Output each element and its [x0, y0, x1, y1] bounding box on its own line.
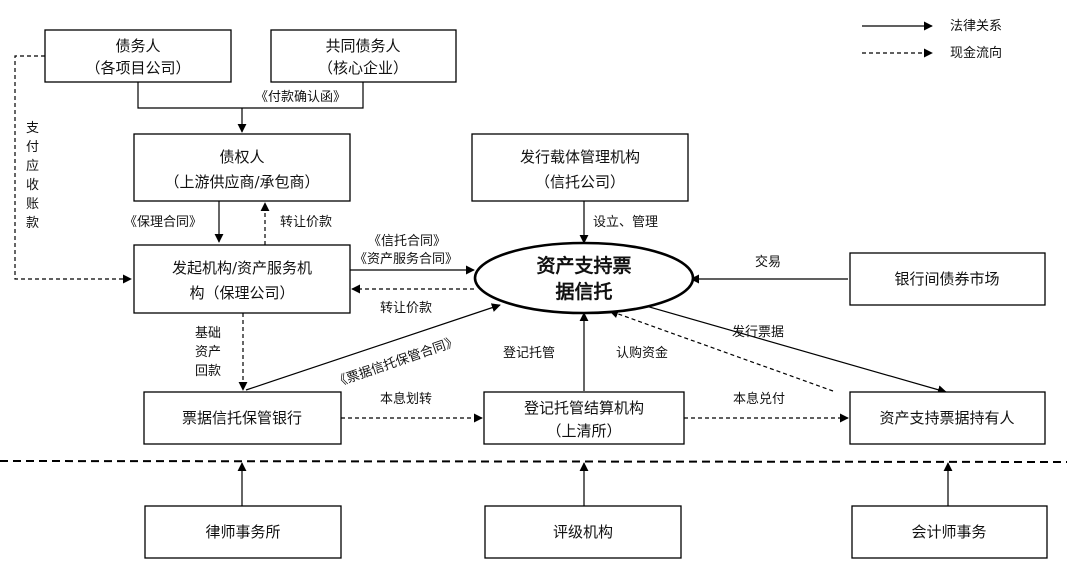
label-principal-interest-transfer: 本息划转: [380, 391, 432, 407]
label-subscription-funds: 认购资金: [616, 345, 668, 361]
label-issue-notes: 发行票据: [732, 324, 784, 340]
svg-text:（上游供应商/承包商）: （上游供应商/承包商）: [164, 173, 319, 191]
svg-text:（核心企业）: （核心企业）: [318, 59, 408, 77]
label-transfer-price-2: 转让价款: [380, 301, 432, 316]
node-accounting-firm: 会计师事务: [851, 505, 1048, 559]
legend: 法律关系 现金流向: [862, 19, 1002, 61]
label-transfer-price-1: 转让价款: [280, 215, 332, 230]
svg-text:据信托: 据信托: [555, 280, 612, 303]
edge-debtors-join: [137, 82, 364, 109]
edge-pay-receivables: [14, 55, 132, 284]
svg-text:（各项目公司）: （各项目公司）: [85, 59, 190, 77]
label-principal-interest-payment: 本息兑付: [733, 391, 785, 407]
svg-text:评级机构: 评级机构: [553, 523, 613, 541]
svg-text:付: 付: [26, 140, 39, 155]
svg-text:债权人: 债权人: [219, 148, 264, 166]
svg-text:应: 应: [26, 158, 39, 174]
svg-text:银行间债券市场: 银行间债券市场: [894, 270, 999, 288]
svg-text:资产: 资产: [195, 345, 221, 360]
svg-text:款: 款: [26, 216, 39, 231]
node-rating-agency: 评级机构: [484, 505, 682, 559]
svg-text:登记托管结算机构: 登记托管结算机构: [524, 399, 644, 417]
node-issuer-manager: 发行载体管理机构 （信托公司）: [471, 133, 689, 202]
node-clearing-house: 登记托管结算机构 （上清所）: [483, 391, 685, 445]
svg-text:票据信托保管银行: 票据信托保管银行: [182, 409, 302, 427]
node-interbank-market: 银行间债券市场: [849, 252, 1046, 306]
svg-text:资产支持票据持有人: 资产支持票据持有人: [879, 409, 1014, 427]
svg-text:资产支持票: 资产支持票: [536, 254, 631, 277]
edge-subscription-funds: [609, 309, 834, 392]
svg-text:债务人: 债务人: [115, 37, 160, 55]
svg-text:（上清所）: （上清所）: [546, 422, 621, 440]
svg-text:（信托公司）: （信托公司）: [535, 173, 625, 191]
svg-text:会计师事务: 会计师事务: [911, 523, 986, 541]
svg-text:构（保理公司）: 构（保理公司）: [189, 284, 294, 302]
label-asset-service-contract: 《资产服务合同》: [354, 251, 458, 267]
node-law-firm: 律师事务所: [144, 505, 342, 559]
node-holders: 资产支持票据持有人: [849, 391, 1046, 445]
svg-text:共同债务人: 共同债务人: [325, 37, 400, 55]
label-pay-receivables: 支 付 应 收 账 款: [26, 121, 39, 231]
node-trust: 资产支持票 据信托: [473, 241, 695, 315]
node-debtor: 债务人 （各项目公司）: [44, 29, 232, 83]
edge-issue-notes: [631, 301, 947, 395]
svg-text:收: 收: [26, 178, 39, 193]
label-underlying-repayment: 基础 资产 回款: [195, 326, 221, 379]
label-trust-contract: 《信托合同》: [368, 234, 446, 249]
label-custody-contract: 《票据信托保管合同》: [332, 334, 460, 391]
node-creditor: 债权人 （上游供应商/承包商）: [133, 133, 351, 202]
svg-text:回款: 回款: [195, 364, 221, 379]
label-trade: 交易: [755, 254, 781, 270]
svg-text:律师事务所: 律师事务所: [205, 523, 280, 541]
svg-text:发行载体管理机构: 发行载体管理机构: [520, 148, 640, 166]
label-payment-confirmation: 《付款确认函》: [255, 90, 346, 105]
edge-custody-contract: [245, 303, 501, 391]
node-co-debtor: 共同债务人 （核心企业）: [270, 29, 457, 83]
svg-text:账: 账: [26, 197, 39, 212]
label-registration-custody: 登记托管: [503, 346, 555, 361]
legend-legal-relation-label: 法律关系: [950, 19, 1002, 34]
section-divider: [0, 460, 1067, 463]
svg-text:支: 支: [26, 121, 39, 136]
svg-text:发起机构/资产服务机: 发起机构/资产服务机: [172, 259, 312, 277]
node-originator: 发起机构/资产服务机 构（保理公司）: [133, 244, 351, 314]
legend-cash-flow-label: 现金流向: [950, 45, 1002, 61]
node-custodian-bank: 票据信托保管银行: [143, 391, 342, 445]
svg-text:基础: 基础: [195, 326, 221, 341]
label-establish-manage: 设立、管理: [593, 215, 658, 230]
label-factoring-contract: 《保理合同》: [124, 215, 202, 230]
